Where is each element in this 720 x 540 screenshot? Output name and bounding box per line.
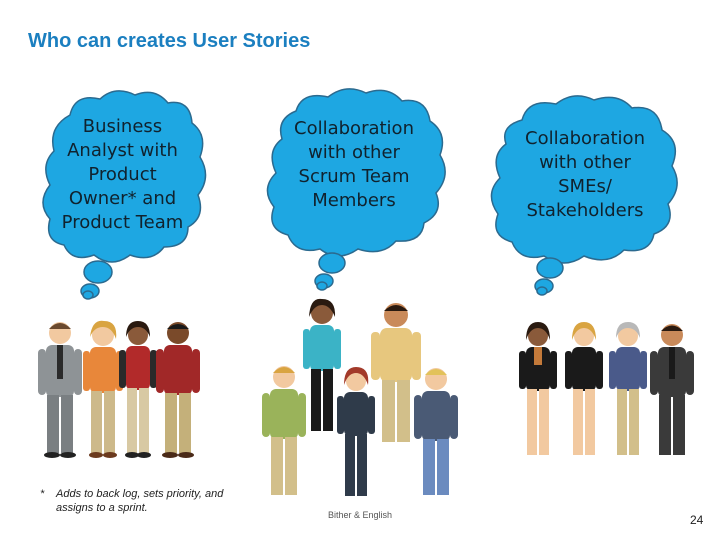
person-illustration bbox=[337, 367, 375, 496]
cloud-line: Stakeholders bbox=[526, 200, 644, 221]
cloud-line: with other bbox=[308, 142, 400, 163]
cloud-label: Collaboration with other Scrum Team Memb… bbox=[274, 99, 434, 231]
people-group-scrum-team bbox=[262, 298, 458, 496]
cloud-line: Members bbox=[312, 190, 396, 211]
footnote-text: Adds to back log, sets priority, and ass… bbox=[56, 488, 224, 514]
person-illustration bbox=[414, 368, 458, 495]
person-illustration bbox=[519, 322, 557, 455]
cloud-line: with other bbox=[539, 152, 631, 173]
person-illustration bbox=[565, 322, 603, 455]
person-illustration bbox=[119, 321, 157, 458]
credit-text: Bither & English bbox=[328, 510, 393, 520]
cloud-line: Owner* and bbox=[68, 188, 177, 209]
footnote-marker: * bbox=[40, 488, 45, 500]
cloud-label: Business Analyst with Product Owner* and… bbox=[50, 105, 195, 245]
thought-cloud-smes: Collaboration with other SMEs/ Stakehold… bbox=[486, 90, 686, 305]
thought-cloud-business-analyst: Business Analyst with Product Owner* and… bbox=[40, 85, 210, 305]
cloud-line: Collaboration bbox=[525, 128, 645, 149]
cloud-line: Business bbox=[82, 116, 163, 137]
cloud-shape bbox=[42, 90, 207, 300]
cloud-line: SMEs/ bbox=[558, 176, 612, 197]
footnote: * Adds to back log, sets priority, and a… bbox=[40, 487, 240, 515]
person-illustration bbox=[38, 322, 82, 458]
cloud-line: Analyst with bbox=[67, 140, 178, 161]
person-illustration bbox=[609, 322, 647, 455]
person-illustration bbox=[83, 320, 123, 458]
cloud-label: Collaboration with other SMEs/ Stakehold… bbox=[500, 108, 670, 242]
cloud-shape bbox=[266, 88, 446, 291]
cloud-shape bbox=[490, 95, 678, 296]
person-illustration bbox=[650, 324, 694, 455]
cloud-line: Product bbox=[88, 164, 157, 185]
people-group-stakeholders bbox=[519, 322, 694, 455]
person-illustration bbox=[156, 322, 200, 458]
person-illustration bbox=[371, 303, 421, 442]
slide-title: Who can creates User Stories bbox=[28, 30, 311, 52]
thought-cloud-scrum-team: Collaboration with other Scrum Team Memb… bbox=[262, 85, 452, 300]
person-illustration bbox=[262, 366, 306, 495]
cloud-line: Collaboration bbox=[294, 118, 414, 139]
cloud-line: Scrum Team bbox=[298, 166, 410, 187]
page-number: 24 bbox=[690, 513, 704, 527]
person-illustration bbox=[303, 298, 341, 431]
cloud-line: Product Team bbox=[61, 212, 184, 233]
people-group-business-team bbox=[38, 320, 200, 458]
